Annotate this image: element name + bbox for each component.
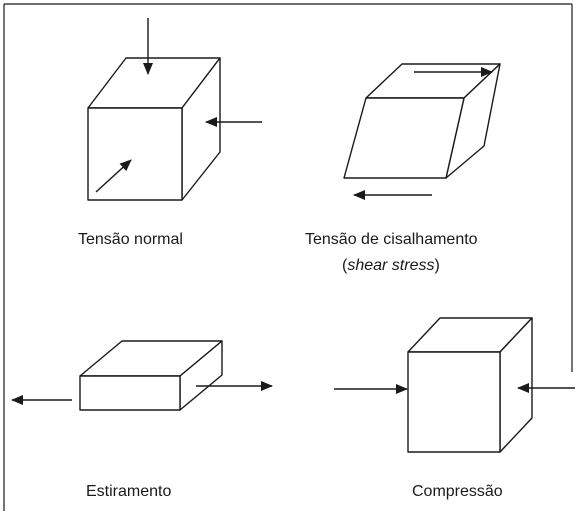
shear-stress-english: shear stress <box>347 257 434 274</box>
normal-arrow-front <box>95 159 132 193</box>
compression-cube <box>407 317 533 453</box>
shear-stress-block <box>343 63 501 179</box>
stretch-label: Estiramento <box>86 483 171 500</box>
shear-stress-sublabel: (shear stress) <box>342 257 440 274</box>
stretch-box <box>79 340 223 411</box>
shear-paren-open: ( <box>342 257 348 274</box>
figure-frame <box>3 3 573 511</box>
normal-stress-label: Tensão normal <box>78 231 183 248</box>
normal-stress-cube <box>87 57 221 201</box>
shear-paren-close: ) <box>434 257 439 274</box>
compression-label: Compressão <box>412 483 503 500</box>
shear-stress-label: Tensão de cisalhamento <box>305 231 478 248</box>
